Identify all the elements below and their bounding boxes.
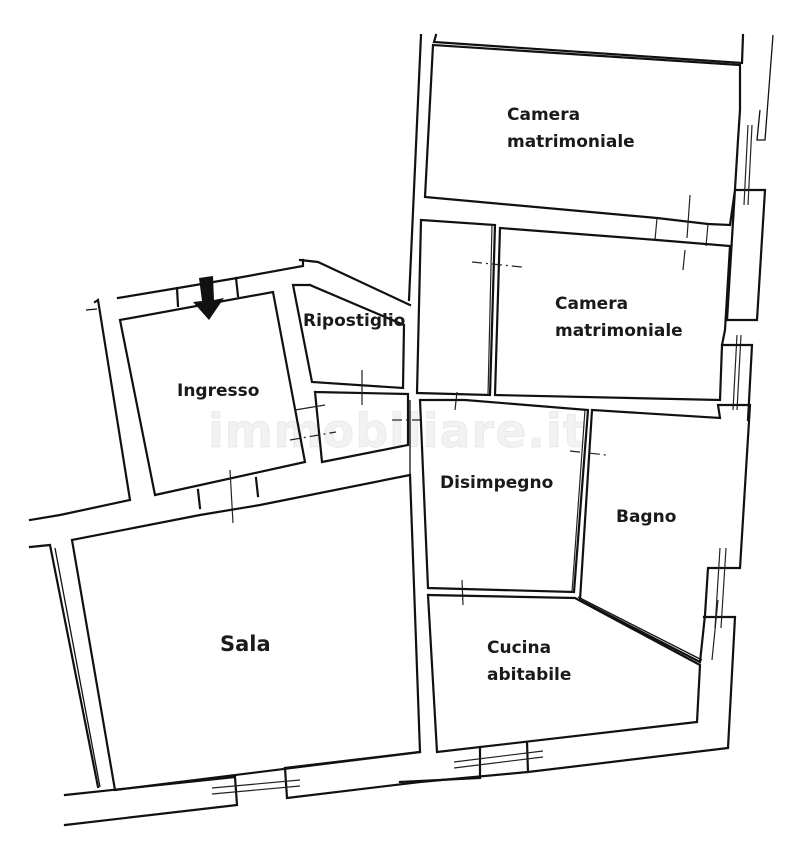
room-label-bagno: Bagno [616, 504, 676, 531]
room-label-line: Ripostiglio [303, 311, 406, 331]
room-label-disimpegno: Disimpegno [440, 470, 553, 497]
room-label-ingresso: Ingresso [177, 378, 259, 405]
room-label-line: Sala [220, 632, 271, 656]
walls-ripostiglio [291, 258, 420, 464]
entrance-arrow-icon [193, 276, 224, 320]
walls-camera-2 [415, 218, 754, 422]
room-label-sala: Sala [220, 631, 271, 658]
room-label-camera-2: Camera matrimoniale [555, 291, 683, 345]
walls-disimpegno-bagno [418, 391, 752, 664]
watermark: immobiliare.it [208, 404, 586, 459]
room-label-camera-1: Camera matrimoniale [507, 102, 635, 156]
room-label-line: matrimoniale [555, 321, 683, 341]
walls-ingresso [28, 258, 337, 524]
walls-sala [28, 400, 530, 827]
room-label-line: Camera [507, 105, 581, 125]
walls-cucina [398, 593, 737, 784]
room-label-line: Disimpegno [440, 473, 554, 493]
room-label-line: Ingresso [177, 381, 260, 401]
room-label-cucina: Cucina abitabile [487, 635, 571, 689]
room-label-line: matrimoniale [507, 132, 635, 152]
walls-camera-1 [407, 33, 774, 322]
room-label-ripostiglio: Ripostiglio [303, 308, 405, 335]
room-label-line: Bagno [616, 507, 677, 527]
room-label-line: Cucina [487, 638, 552, 658]
room-label-line: Camera [555, 294, 629, 314]
room-label-line: abitabile [487, 665, 572, 685]
